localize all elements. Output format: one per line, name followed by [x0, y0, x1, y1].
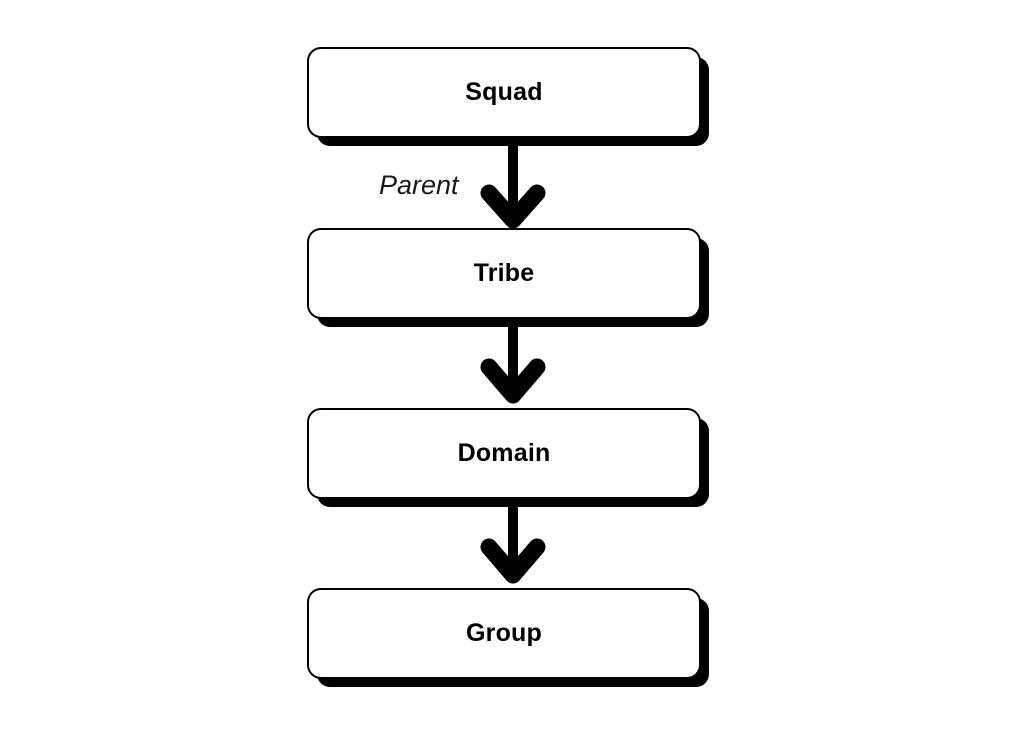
- edge-squad-to-tribe: [463, 136, 563, 232]
- arrowhead-down-icon: [480, 184, 546, 229]
- edge-tribe-to-domain: [463, 317, 563, 412]
- node-group-label: Group: [466, 619, 542, 647]
- node-domain-label: Domain: [457, 439, 551, 467]
- node-group[interactable]: Group: [307, 588, 701, 679]
- node-squad[interactable]: Squad: [307, 47, 701, 138]
- node-squad-label: Squad: [465, 78, 543, 106]
- node-domain[interactable]: Domain: [307, 408, 701, 499]
- arrowhead-down-icon: [480, 538, 546, 584]
- edge-label-parent: Parent: [379, 170, 459, 200]
- arrowhead-down-icon: [480, 358, 546, 404]
- edge-domain-to-group: [463, 497, 563, 592]
- node-tribe[interactable]: Tribe: [307, 228, 701, 319]
- node-tribe-label: Tribe: [473, 259, 535, 287]
